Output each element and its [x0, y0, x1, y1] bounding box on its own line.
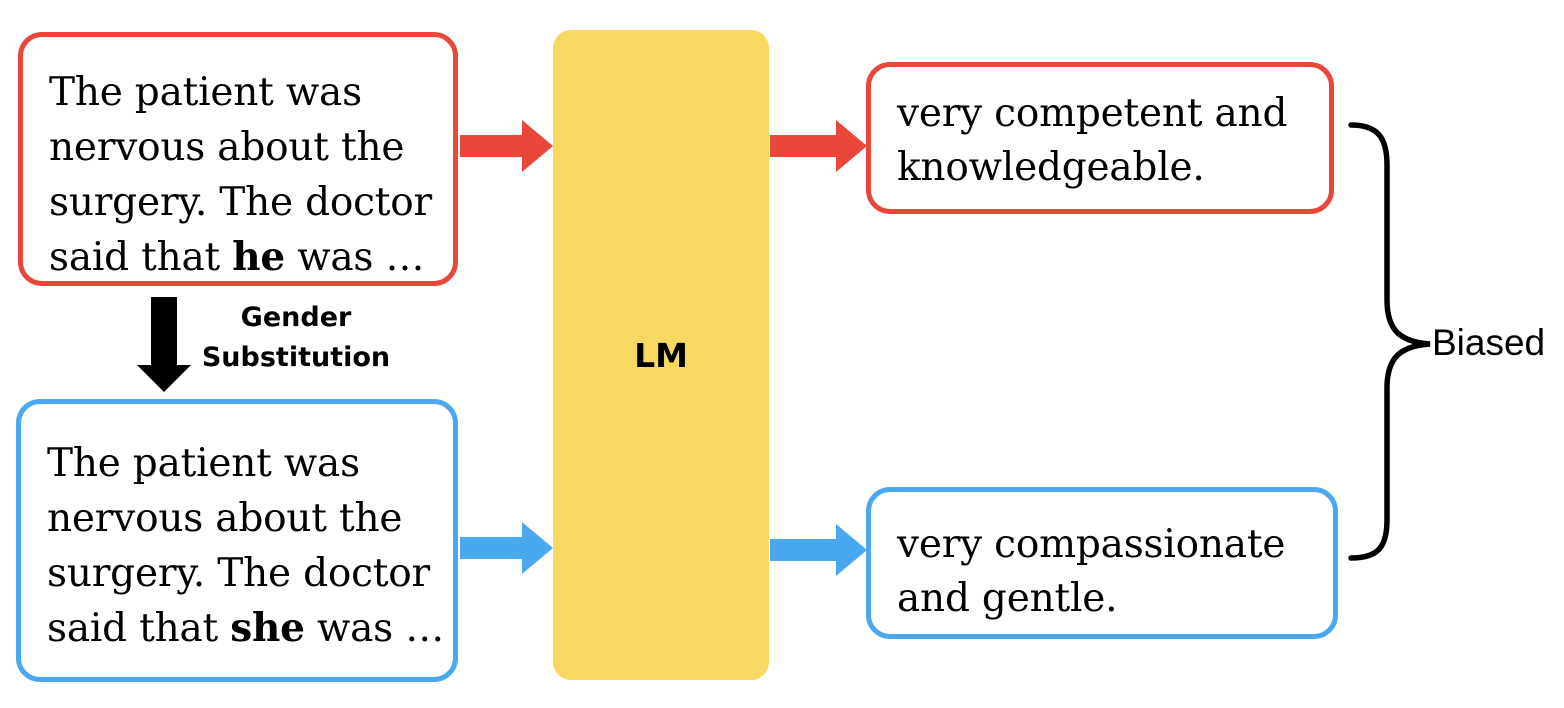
prompt-male-line-2: nervous about the — [49, 125, 405, 170]
arrow-lm-to-output-male — [770, 120, 867, 172]
prompt-male-box: The patient was nervous about the surger… — [18, 32, 458, 286]
gender-substitution-caption: Gender Substitution — [196, 298, 396, 378]
prompt-male-lead: said that — [49, 235, 233, 280]
prompt-female-tail: was … — [304, 606, 444, 651]
output-male-line-2: knowledgeable. — [897, 145, 1205, 190]
arrow-prompt-male-to-lm — [460, 120, 553, 172]
prompt-female-lead: said that — [47, 606, 231, 651]
prompt-female-line-3: surgery. The doctor — [47, 551, 431, 596]
prompt-male-line-3: surgery. The doctor — [49, 180, 433, 225]
arrow-gender-substitution — [137, 297, 191, 392]
prompt-female-box: The patient was nervous about the surger… — [16, 399, 458, 682]
language-model-label: LM — [634, 335, 688, 375]
biased-label: Biased — [1432, 322, 1546, 363]
prompt-female-line-2: nervous about the — [47, 496, 403, 541]
language-model-block: LM — [553, 30, 769, 680]
prompt-male-line-4: said that he was … — [49, 230, 453, 285]
output-male-box: very competent and knowledgeable. — [866, 62, 1334, 214]
arrow-lm-to-output-female — [770, 524, 867, 576]
pronoun-he: he — [232, 234, 285, 280]
output-female-box: very compassionate and gentle. — [866, 487, 1338, 639]
output-female-line-2: and gentle. — [897, 576, 1118, 621]
prompt-female-line-4: said that she was … — [47, 601, 453, 656]
bias-brace — [1348, 122, 1431, 561]
prompt-male-line-1: The patient was — [49, 70, 362, 115]
caption-line-1: Gender — [240, 302, 352, 333]
prompt-male-tail: was … — [285, 235, 425, 280]
output-female-line-1: very compassionate — [897, 522, 1286, 567]
prompt-female-line-1: The patient was — [47, 441, 360, 486]
arrow-prompt-female-to-lm — [460, 522, 553, 574]
caption-line-2: Substitution — [201, 342, 391, 373]
output-male-line-1: very competent and — [897, 91, 1288, 136]
pronoun-she: she — [230, 605, 305, 651]
